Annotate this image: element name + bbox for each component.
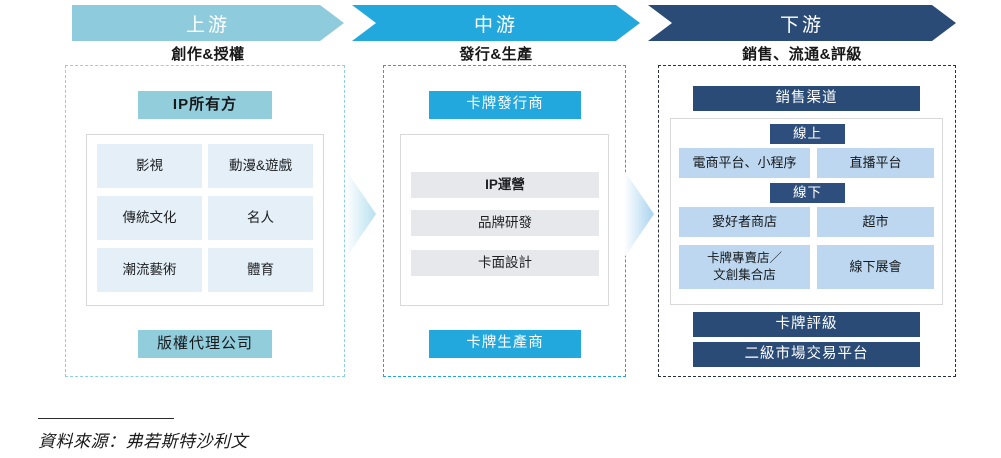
flow-arrow-midstream-to-downstream [622,168,656,260]
downstream-online-label: 線上 [793,125,822,141]
upstream-header-box[interactable]: IP所有方 [138,91,272,119]
stage-caption-upstream: 創作&授權 [171,46,245,63]
midstream-header-box[interactable]: 卡牌發行商 [429,91,581,119]
stage-banner-downstream: 下游 [648,5,956,41]
downstream-header-label: 銷售渠道 [775,89,838,106]
downstream-offline-label-box[interactable]: 線下 [770,183,845,203]
midstream-tile-2[interactable]: 卡面設計 [411,250,599,276]
upstream-tile-1[interactable]: 動漫&遊戲 [208,144,313,188]
footer-divider [38,418,174,419]
upstream-header-label: IP所有方 [172,96,238,113]
downstream-online-tile-1[interactable]: 直播平台 [817,148,934,178]
upstream-tile-4-label: 潮流藝術 [122,261,177,277]
downstream-offline-tile-3-label: 線下展會 [849,259,902,275]
downstream-online-label-box[interactable]: 線上 [770,124,845,144]
downstream-offline-tile-1[interactable]: 超市 [817,207,934,237]
downstream-offline-tile-0-label: 愛好者商店 [711,214,777,230]
source-note: 資料來源：弗若斯特沙利文 [38,432,248,451]
stage-banner-upstream: 上游 [72,5,344,41]
upstream-footer-box[interactable]: 版權代理公司 [138,330,272,358]
midstream-tile-0[interactable]: IP運營 [411,172,599,198]
midstream-tile-1-label: 品牌研發 [478,214,532,230]
stage-caption-midstream: 發行&生產 [459,46,533,63]
upstream-tile-3-label: 名人 [247,209,274,225]
stage-caption-downstream: 銷售、流通&評級 [742,46,862,63]
downstream-offline-tile-2[interactable]: 卡牌專賣店／ 文創集合店 [679,245,810,289]
stage-banner-downstream-label: 下游 [779,14,824,36]
upstream-tile-5-label: 體育 [247,261,274,277]
upstream-tile-0[interactable]: 影視 [97,144,202,188]
stage-banner-upstream-label: 上游 [185,14,230,36]
upstream-footer-label: 版權代理公司 [156,335,253,352]
downstream-footer-box-0[interactable]: 卡牌評級 [693,312,920,337]
downstream-footer-label-1: 二級市場交易平台 [744,345,869,362]
upstream-tile-5[interactable]: 體育 [208,248,313,292]
midstream-tile-2-label: 卡面設計 [478,254,532,270]
downstream-offline-tile-0[interactable]: 愛好者商店 [679,207,810,237]
upstream-tile-4[interactable]: 潮流藝術 [97,248,202,292]
downstream-offline-tile-2-label: 卡牌專賣店／ 文創集合店 [706,251,782,282]
midstream-tile-0-label: IP運營 [485,176,525,192]
midstream-footer-label: 卡牌生產商 [466,335,544,352]
downstream-offline-tile-1-label: 超市 [862,214,889,230]
flow-arrow-upstream-to-midstream [344,168,378,260]
upstream-tile-0-label: 影視 [136,157,163,173]
midstream-footer-box[interactable]: 卡牌生產商 [429,330,581,358]
upstream-tile-2-label: 傳統文化 [122,209,177,225]
downstream-header-box[interactable]: 銷售渠道 [693,86,920,111]
stage-banner-midstream-label: 中游 [473,14,518,36]
downstream-offline-tile-3[interactable]: 線下展會 [817,245,934,289]
downstream-online-tile-0[interactable]: 電商平台、小程序 [679,148,810,178]
downstream-online-tile-1-label: 直播平台 [849,155,902,171]
upstream-tile-2[interactable]: 傳統文化 [97,196,202,240]
downstream-online-tile-0-label: 電商平台、小程序 [692,155,797,171]
upstream-tile-3[interactable]: 名人 [208,196,313,240]
stage-banner-midstream: 中游 [352,5,640,41]
midstream-tile-1[interactable]: 品牌研發 [411,210,599,236]
upstream-tile-1-label: 動漫&遊戲 [228,157,292,173]
midstream-header-label: 卡牌發行商 [466,96,544,113]
downstream-footer-box-1[interactable]: 二級市場交易平台 [693,342,920,367]
downstream-footer-label-0: 卡牌評級 [775,315,838,332]
downstream-offline-label: 線下 [793,184,822,200]
